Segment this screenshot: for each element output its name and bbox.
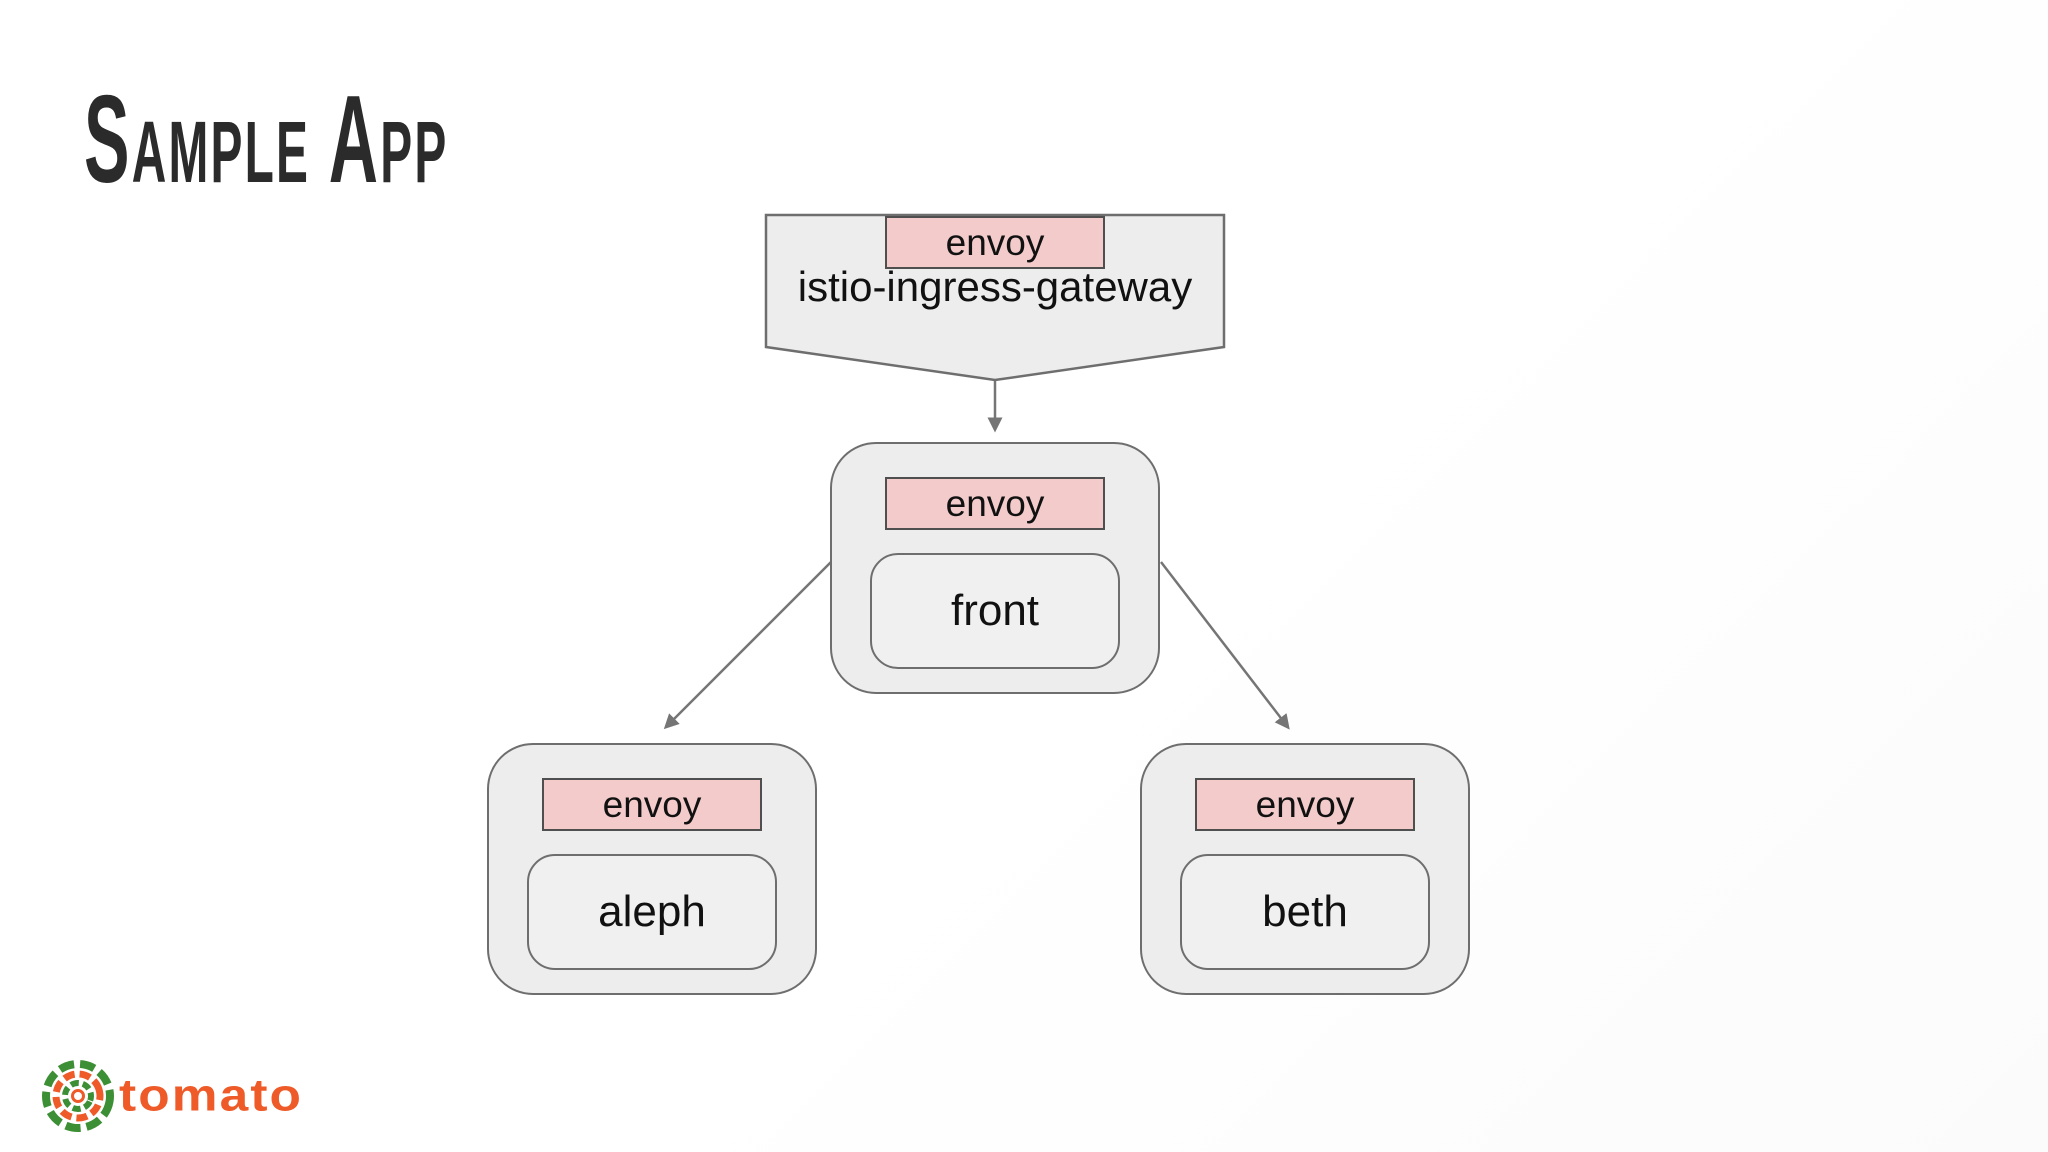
node-front: envoy front	[830, 442, 1160, 694]
front-service-box: front	[870, 553, 1120, 669]
gateway-label: istio-ingress-gateway	[797, 263, 1193, 310]
tomato-logo-text: tomato	[119, 1071, 304, 1121]
edge-front-to-beth	[1160, 561, 1290, 730]
front-envoy-badge: envoy	[885, 477, 1105, 530]
aleph-label: aleph	[598, 887, 706, 936]
tomato-logo-icon	[42, 1060, 114, 1132]
tomato-logo: tomato	[40, 1058, 301, 1134]
node-beth: envoy beth	[1140, 743, 1470, 995]
front-label: front	[950, 586, 1040, 635]
aleph-envoy-badge: envoy	[542, 778, 762, 831]
beth-label: beth	[1262, 887, 1348, 936]
edge-front-to-aleph	[663, 561, 832, 730]
gateway-envoy-badge: envoy	[885, 216, 1105, 269]
page-title: Sample App	[84, 71, 449, 209]
beth-service-box: beth	[1180, 854, 1430, 970]
node-aleph: envoy aleph	[487, 743, 817, 995]
aleph-service-box: aleph	[527, 854, 777, 970]
gateway-shape	[764, 213, 1226, 382]
beth-envoy-badge: envoy	[1195, 778, 1415, 831]
